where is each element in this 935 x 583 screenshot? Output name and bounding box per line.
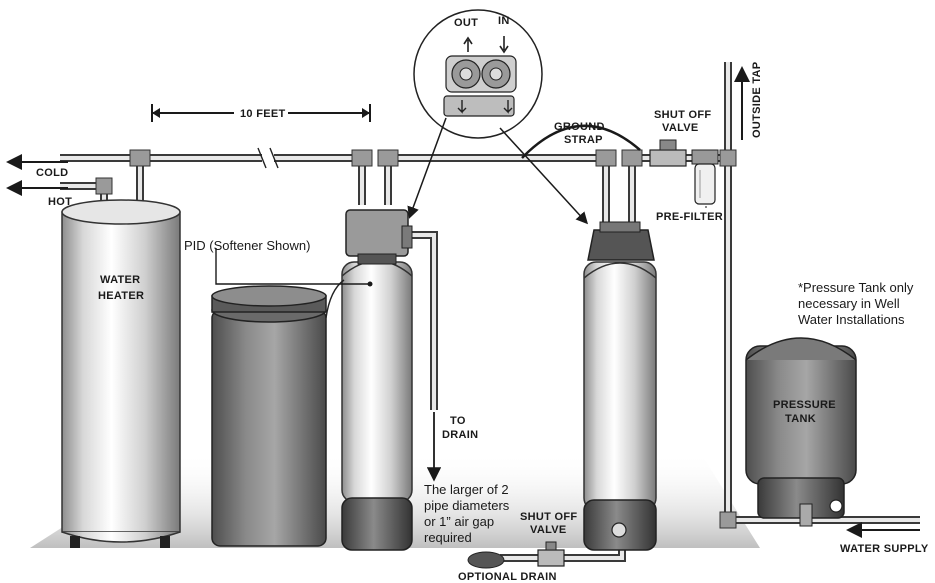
- optional-drain: [467, 541, 565, 569]
- water-heater: [61, 199, 181, 548]
- label-pre-filter: PRE-FILTER: [656, 211, 723, 223]
- label-ground-strap-2: STRAP: [564, 134, 603, 146]
- label-cold: COLD: [36, 167, 68, 179]
- annotation-arrows: [6, 66, 920, 538]
- filter-tank: [583, 221, 657, 551]
- label-shut-off-valve-top-2: VALVE: [662, 122, 699, 134]
- label-pressure-tank-2: TANK: [785, 413, 816, 425]
- label-ground-strap-1: GROUND: [554, 121, 605, 133]
- label-pressure-note-2: necessary in Well: [798, 296, 900, 311]
- label-pressure-tank-1: PRESSURE: [773, 399, 836, 411]
- label-hot: HOT: [48, 196, 72, 208]
- labels: OUT IN 10 FEET COLD HOT GROUND STRAP SHU…: [36, 15, 929, 583]
- label-ten-feet: 10 FEET: [240, 108, 286, 120]
- label-pressure-note-1: *Pressure Tank only: [798, 280, 914, 295]
- label-in: IN: [498, 15, 510, 27]
- pressure-tank: [745, 337, 857, 527]
- label-shut-off-valve-top-1: SHUT OFF: [654, 109, 711, 121]
- label-pressure-note-3: Water Installations: [798, 312, 905, 327]
- pipe-break: [257, 147, 279, 169]
- label-air-gap-1: The larger of 2: [424, 482, 509, 497]
- label-air-gap-4: required: [424, 530, 472, 545]
- label-shut-off-valve-bottom-2: VALVE: [530, 524, 567, 536]
- label-out: OUT: [454, 17, 478, 29]
- label-to-drain-2: DRAIN: [442, 429, 478, 441]
- label-air-gap-2: pipe diameters: [424, 498, 510, 513]
- pre-filter: [691, 149, 719, 205]
- bypass-valve-inset: [413, 9, 543, 139]
- softener-tank: [325, 209, 413, 551]
- brine-tank: [211, 285, 327, 547]
- label-pid: PID (Softener Shown): [184, 238, 310, 253]
- label-water-heater-1: WATER: [100, 274, 140, 286]
- shut-off-valve-top: [649, 139, 687, 167]
- label-outside-tap: OUTSIDE TAP: [751, 62, 763, 138]
- label-air-gap-3: or 1” air gap: [424, 514, 494, 529]
- label-shut-off-valve-bottom-1: SHUT OFF: [520, 511, 577, 523]
- label-to-drain-1: TO: [450, 415, 466, 427]
- label-optional-drain: OPTIONAL DRAIN: [458, 571, 557, 583]
- label-water-supply: WATER SUPPLY: [840, 543, 929, 555]
- label-water-heater-2: HEATER: [98, 290, 144, 302]
- pipe-couplings: [95, 149, 737, 529]
